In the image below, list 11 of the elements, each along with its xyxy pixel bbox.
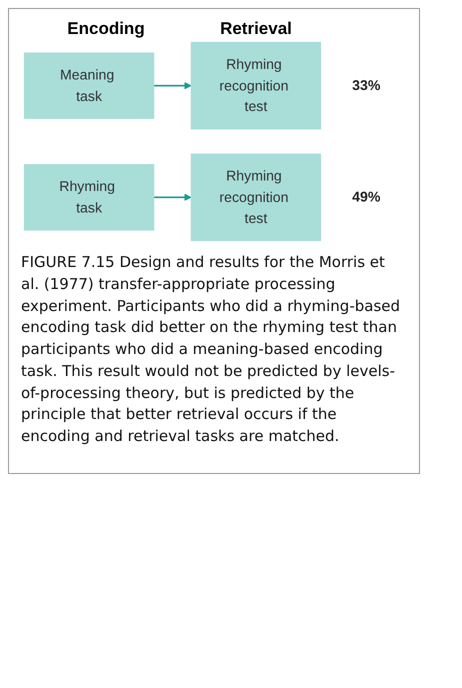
arrow bbox=[154, 194, 192, 201]
result-percentage: 49% bbox=[352, 189, 380, 205]
arrow bbox=[154, 82, 192, 90]
task-box: Rhyming recognition test bbox=[190, 154, 322, 242]
column-heading: Retrieval bbox=[219, 19, 293, 39]
result-percentage: 33% bbox=[352, 78, 380, 94]
task-box: Rhyming task bbox=[24, 164, 154, 231]
figure-caption: FIGURE 7.15 Design and results for the Morris et al. (1977) transfer-appropriate processing experiment. Participants who did a rhyming-based encoding task did better on the rhyming test than participants who did a meaning-based encoding task. This result would not be predicted by levels-of-processing theory, but is predicted by the principle that better retrieval occurs if the encoding and retrieval tasks are matched. bbox=[21, 252, 402, 448]
task-box: Rhyming recognition test bbox=[190, 42, 322, 130]
task-box: Meaning task bbox=[24, 52, 154, 119]
column-heading: Encoding bbox=[66, 19, 146, 39]
